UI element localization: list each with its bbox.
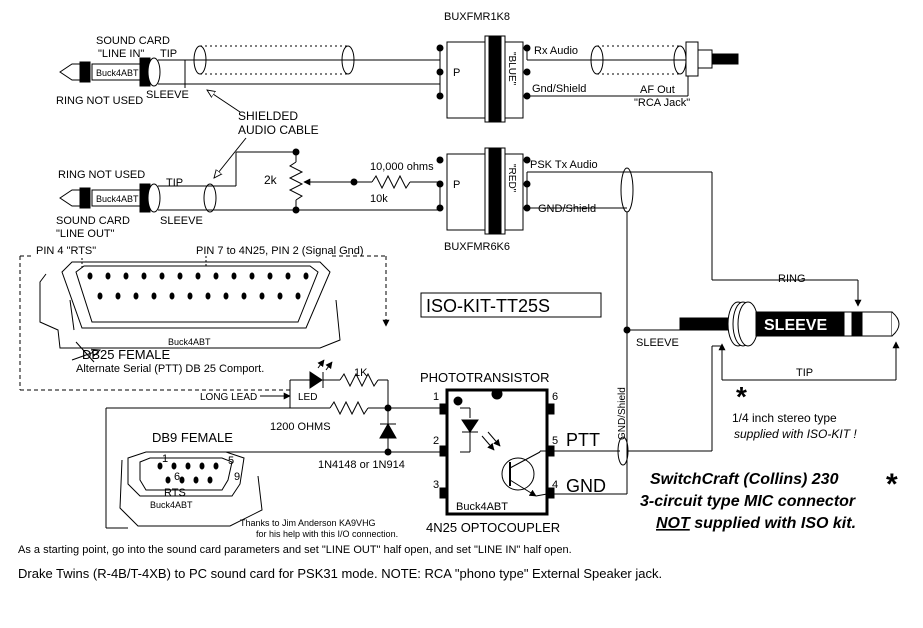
db9-brand: Buck4ABT (150, 500, 193, 510)
resistor-1k: 1K (354, 367, 368, 379)
long-lead: LONG LEAD (200, 392, 257, 403)
star-mark: * (736, 381, 747, 412)
pot-value: 2k (264, 173, 278, 187)
line-out-plug (59, 183, 161, 213)
rca-plug (685, 41, 739, 96)
opto-pin3: 3 (433, 479, 439, 491)
led-label: LED (298, 392, 317, 403)
led (309, 359, 333, 389)
thanks-line2: for his help with this I/O connection. (256, 529, 398, 539)
resistor-10k-value: 10,000 ohms (370, 161, 434, 173)
diode (379, 408, 397, 452)
transformer-red (436, 147, 531, 235)
switchcraft-line2: 3-circuit type MIC connector (640, 493, 856, 510)
opto-pin1: 1 (433, 391, 439, 403)
top-transformer-out2: Gnd/Shield (532, 83, 586, 95)
shielded-cable-line1: SHIELDED (238, 109, 298, 123)
line-out-sleeve: SLEEVE (160, 215, 203, 227)
db9-rts: RTS (164, 487, 186, 499)
bottom-transformer-out2: GND/Shield (538, 203, 596, 215)
line-in-plug-label: Buck4ABT (96, 68, 139, 78)
db25-label: DB25 FEMALE (82, 347, 170, 362)
line-out-tip: TIP (166, 177, 183, 189)
resistor-10k-short: 10k (370, 193, 388, 205)
potentiometer-2k (288, 148, 318, 214)
line-out-plug-label: Buck4ABT (96, 194, 139, 204)
shielded-cable-line2: AUDIO CABLE (238, 123, 319, 137)
resistor-10k (371, 174, 411, 190)
phototransistor-label: PHOTOTRANSISTOR (420, 370, 550, 385)
db9-label: DB9 FEMALE (152, 430, 233, 445)
db25-brand: Buck4ABT (168, 337, 211, 347)
opto-gnd: GND (566, 476, 606, 496)
af-out-line1: AF Out (640, 84, 675, 96)
bottom-transformer-color: "RED" (506, 164, 517, 193)
top-transformer-color: "BLUE" (506, 52, 517, 86)
top-transformer-out1: Rx Audio (534, 45, 578, 57)
af-out-line2: "RCA Jack" (634, 97, 690, 109)
opto-pin5: 5 (552, 435, 558, 447)
db9-pin1: 1 (162, 453, 168, 465)
line-in-title2: "LINE IN" (98, 48, 144, 60)
iso-kit-title: ISO-KIT-TT25S (426, 296, 550, 316)
db9-pin9: 9 (234, 471, 240, 483)
mic-ring: RING (778, 273, 806, 285)
bottom-transformer-out1: PSK Tx Audio (530, 159, 598, 171)
opto-ptt: PTT (566, 430, 600, 450)
switchcraft-star: * (886, 468, 898, 501)
db25-connector (39, 261, 341, 349)
optocoupler-4n25 (439, 388, 555, 516)
opto-pin4: 4 (552, 479, 558, 491)
db9-connector (119, 451, 263, 527)
opto-label: 4N25 OPTOCOUPLER (426, 520, 560, 535)
switchcraft-line3: NOT supplied with ISO kit. (656, 515, 856, 532)
db9-pin6: 6 (174, 471, 180, 483)
resistor-1200: 1200 OHMS (270, 421, 331, 433)
db25-pins (87, 272, 309, 300)
db25-pin4: PIN 4 "RTS" (36, 245, 96, 257)
line-in-sleeve: SLEEVE (146, 89, 189, 101)
mic-sleeve-jack: SLEEVE (764, 317, 827, 334)
db25-pin7: PIN 7 to 4N25, PIN 2 (Signal Gnd) (196, 245, 364, 257)
line-in-plug (59, 57, 164, 87)
opto-pin6: 6 (552, 391, 558, 403)
db25-note: Alternate Serial (PTT) DB 25 Comport. (76, 363, 264, 375)
opto-pin2: 2 (433, 435, 439, 447)
db9-pins (157, 462, 219, 484)
stereo-plug (679, 301, 900, 347)
footer-line1: As a starting point, go into the sound c… (18, 544, 572, 556)
star-note-line2: supplied with ISO-KIT ! (734, 427, 857, 441)
footer-line2: Drake Twins (R-4B/T-4XB) to PC sound car… (18, 566, 662, 581)
bottom-transformer-part: BUXFMR6K6 (444, 241, 510, 253)
star-note-line1: 1/4 inch stereo type (732, 411, 837, 425)
line-out-title1: SOUND CARD (56, 215, 130, 227)
opto-brand: Buck4ABT (456, 501, 508, 513)
line-out-ring: RING NOT USED (58, 169, 145, 181)
line-in-title1: SOUND CARD (96, 35, 170, 47)
db9-pin5: 5 (228, 455, 234, 467)
diode-label: 1N4148 or 1N914 (318, 459, 405, 471)
mic-sleeve-label: SLEEVE (636, 337, 679, 349)
line-in-ring: RING NOT USED (56, 95, 143, 107)
bottom-transformer-primary: P (453, 179, 460, 191)
thanks-line1: Thanks to Jim Anderson KA9VHG (240, 518, 376, 528)
switchcraft-line1: SwitchCraft (Collins) 230 (650, 471, 839, 488)
top-transformer-primary: P (453, 67, 460, 79)
line-in-tip: TIP (160, 48, 177, 60)
transformer-blue (436, 35, 531, 123)
line-out-title2: "LINE OUT" (56, 228, 115, 240)
top-transformer-part: BUXFMR1K8 (444, 11, 510, 23)
gnd-shield-vertical: GND/Shield (617, 387, 628, 440)
mic-tip: TIP (796, 367, 813, 379)
